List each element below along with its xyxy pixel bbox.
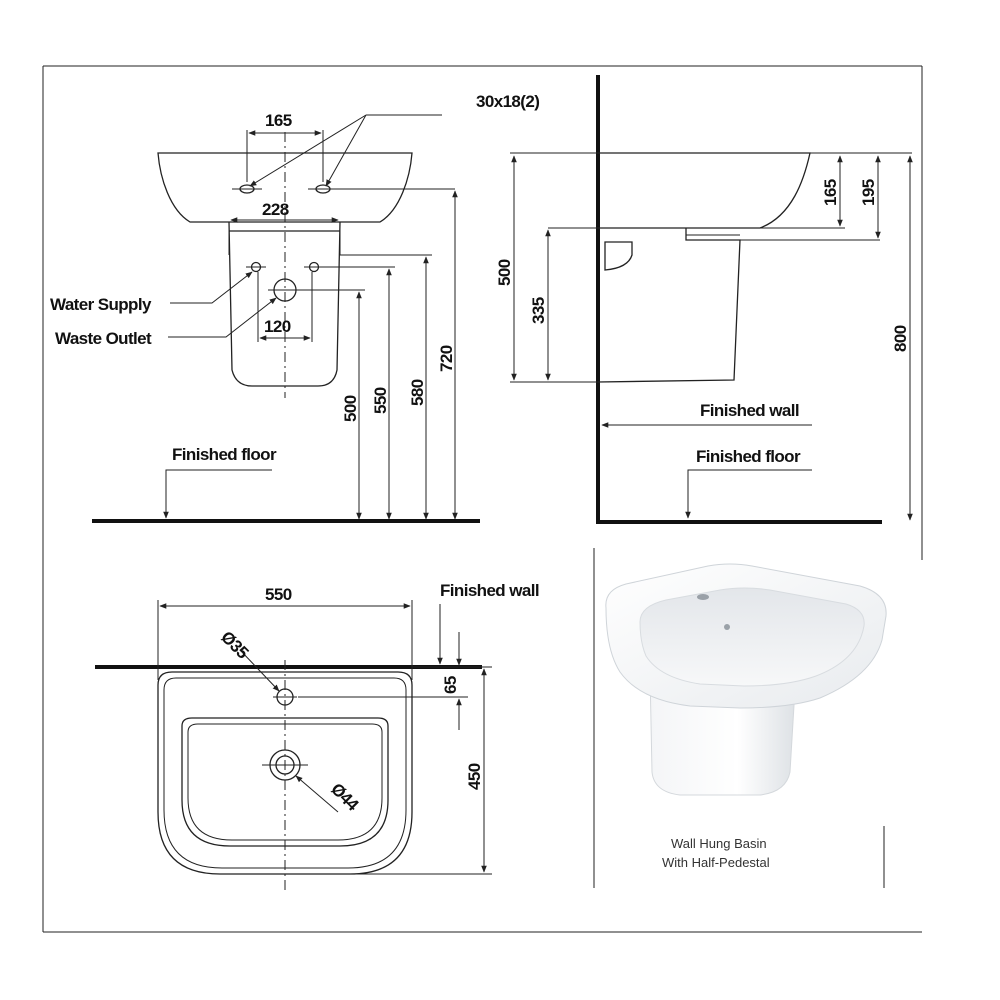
side-dim-800: 800 [891,325,910,352]
dim-height-720: 720 [437,345,456,372]
dim-waste-spacing: 120 [264,317,291,336]
top-view: 550 Ø35 Ø44 Finished wall 65 450 [95,581,540,890]
side-wall-bracket [604,241,633,271]
label-side-finished-floor: Finished floor [696,447,801,466]
front-view: 165 30x18(2) 228 120 Water Supply Waste … [50,92,540,523]
side-dim-195: 195 [859,179,878,206]
product-caption-line2: With Half-Pedestal [662,855,770,870]
dim-height-550: 550 [371,387,390,414]
side-view: 500 335 165 195 800 Finished wall Finish… [495,75,913,524]
label-side-finished-wall: Finished wall [700,401,799,420]
side-basin-profile [598,152,811,229]
sheet-frame [42,65,923,933]
top-dim-450: 450 [465,763,484,790]
top-basin-outer [157,671,413,875]
tap-slot-left [232,184,262,194]
label-front-finished-floor: Finished floor [172,445,277,464]
label-top-finished-wall: Finished wall [440,581,539,600]
product-tap-hole [697,594,709,600]
side-dim-335: 335 [529,297,548,324]
top-dim-65: 65 [441,676,460,694]
product-bowl [639,587,865,687]
top-waste-hole [262,749,308,781]
top-dim-width: 550 [265,585,292,604]
water-supply-points [246,261,324,273]
label-waste-outlet: Waste Outlet [55,329,152,348]
dim-pedestal-width: 228 [262,200,289,219]
dim-height-500: 500 [341,395,360,422]
front-basin-outline [157,152,413,223]
product-overflow [724,624,730,630]
top-dim-waste: Ø44 [327,779,363,815]
side-pedestal-profile [597,228,741,383]
dim-height-580: 580 [408,379,427,406]
top-basin-bowl [181,717,389,847]
product-image: Wall Hung Basin With Half-Pedestal [593,548,887,888]
tap-slot-right [308,184,455,194]
label-water-supply: Water Supply [50,295,152,314]
dim-tap-spacing: 165 [265,111,292,130]
callout-slots: 30x18(2) [476,92,539,111]
product-caption-line1: Wall Hung Basin [671,836,767,851]
side-dim-165: 165 [821,179,840,206]
side-dim-500: 500 [495,259,514,286]
